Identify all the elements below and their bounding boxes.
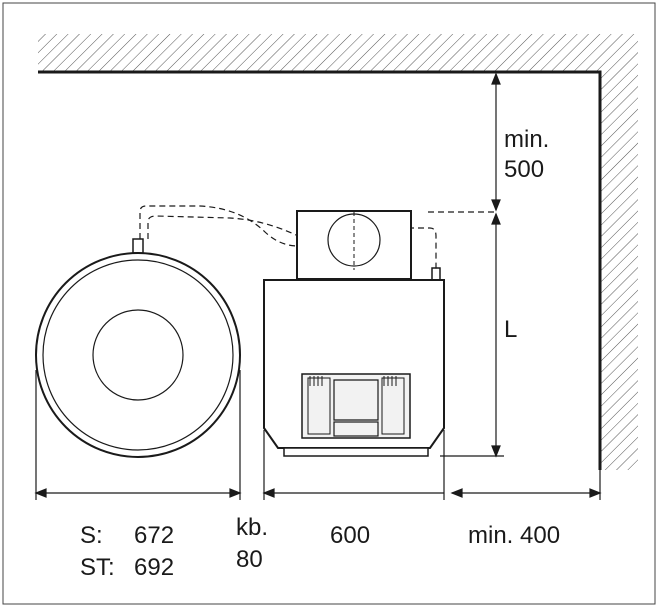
unit-width-value: 600 bbox=[330, 522, 371, 549]
tank-width-st-label: ST: bbox=[80, 554, 115, 581]
tank-drum bbox=[35, 238, 241, 458]
tank-width-s-label: S: bbox=[80, 522, 103, 549]
vertical-dimension-lines bbox=[440, 72, 504, 458]
gap-kb-label: kb. bbox=[236, 514, 269, 541]
tank-width-s-value: 672 bbox=[134, 522, 175, 549]
tank-width-st-value: 692 bbox=[134, 554, 175, 581]
side-clearance-value: min. 400 bbox=[468, 522, 561, 549]
horizontal-dimension-lines bbox=[34, 370, 602, 500]
dashed-pipes bbox=[139, 205, 496, 270]
wall bbox=[38, 34, 638, 470]
wall-clearance-min-label: min. bbox=[504, 126, 550, 153]
depth-label: L bbox=[504, 316, 518, 343]
heater-unit bbox=[263, 210, 445, 457]
wall-clearance-value: 500 bbox=[504, 156, 545, 183]
gap-value: 80 bbox=[236, 546, 263, 573]
